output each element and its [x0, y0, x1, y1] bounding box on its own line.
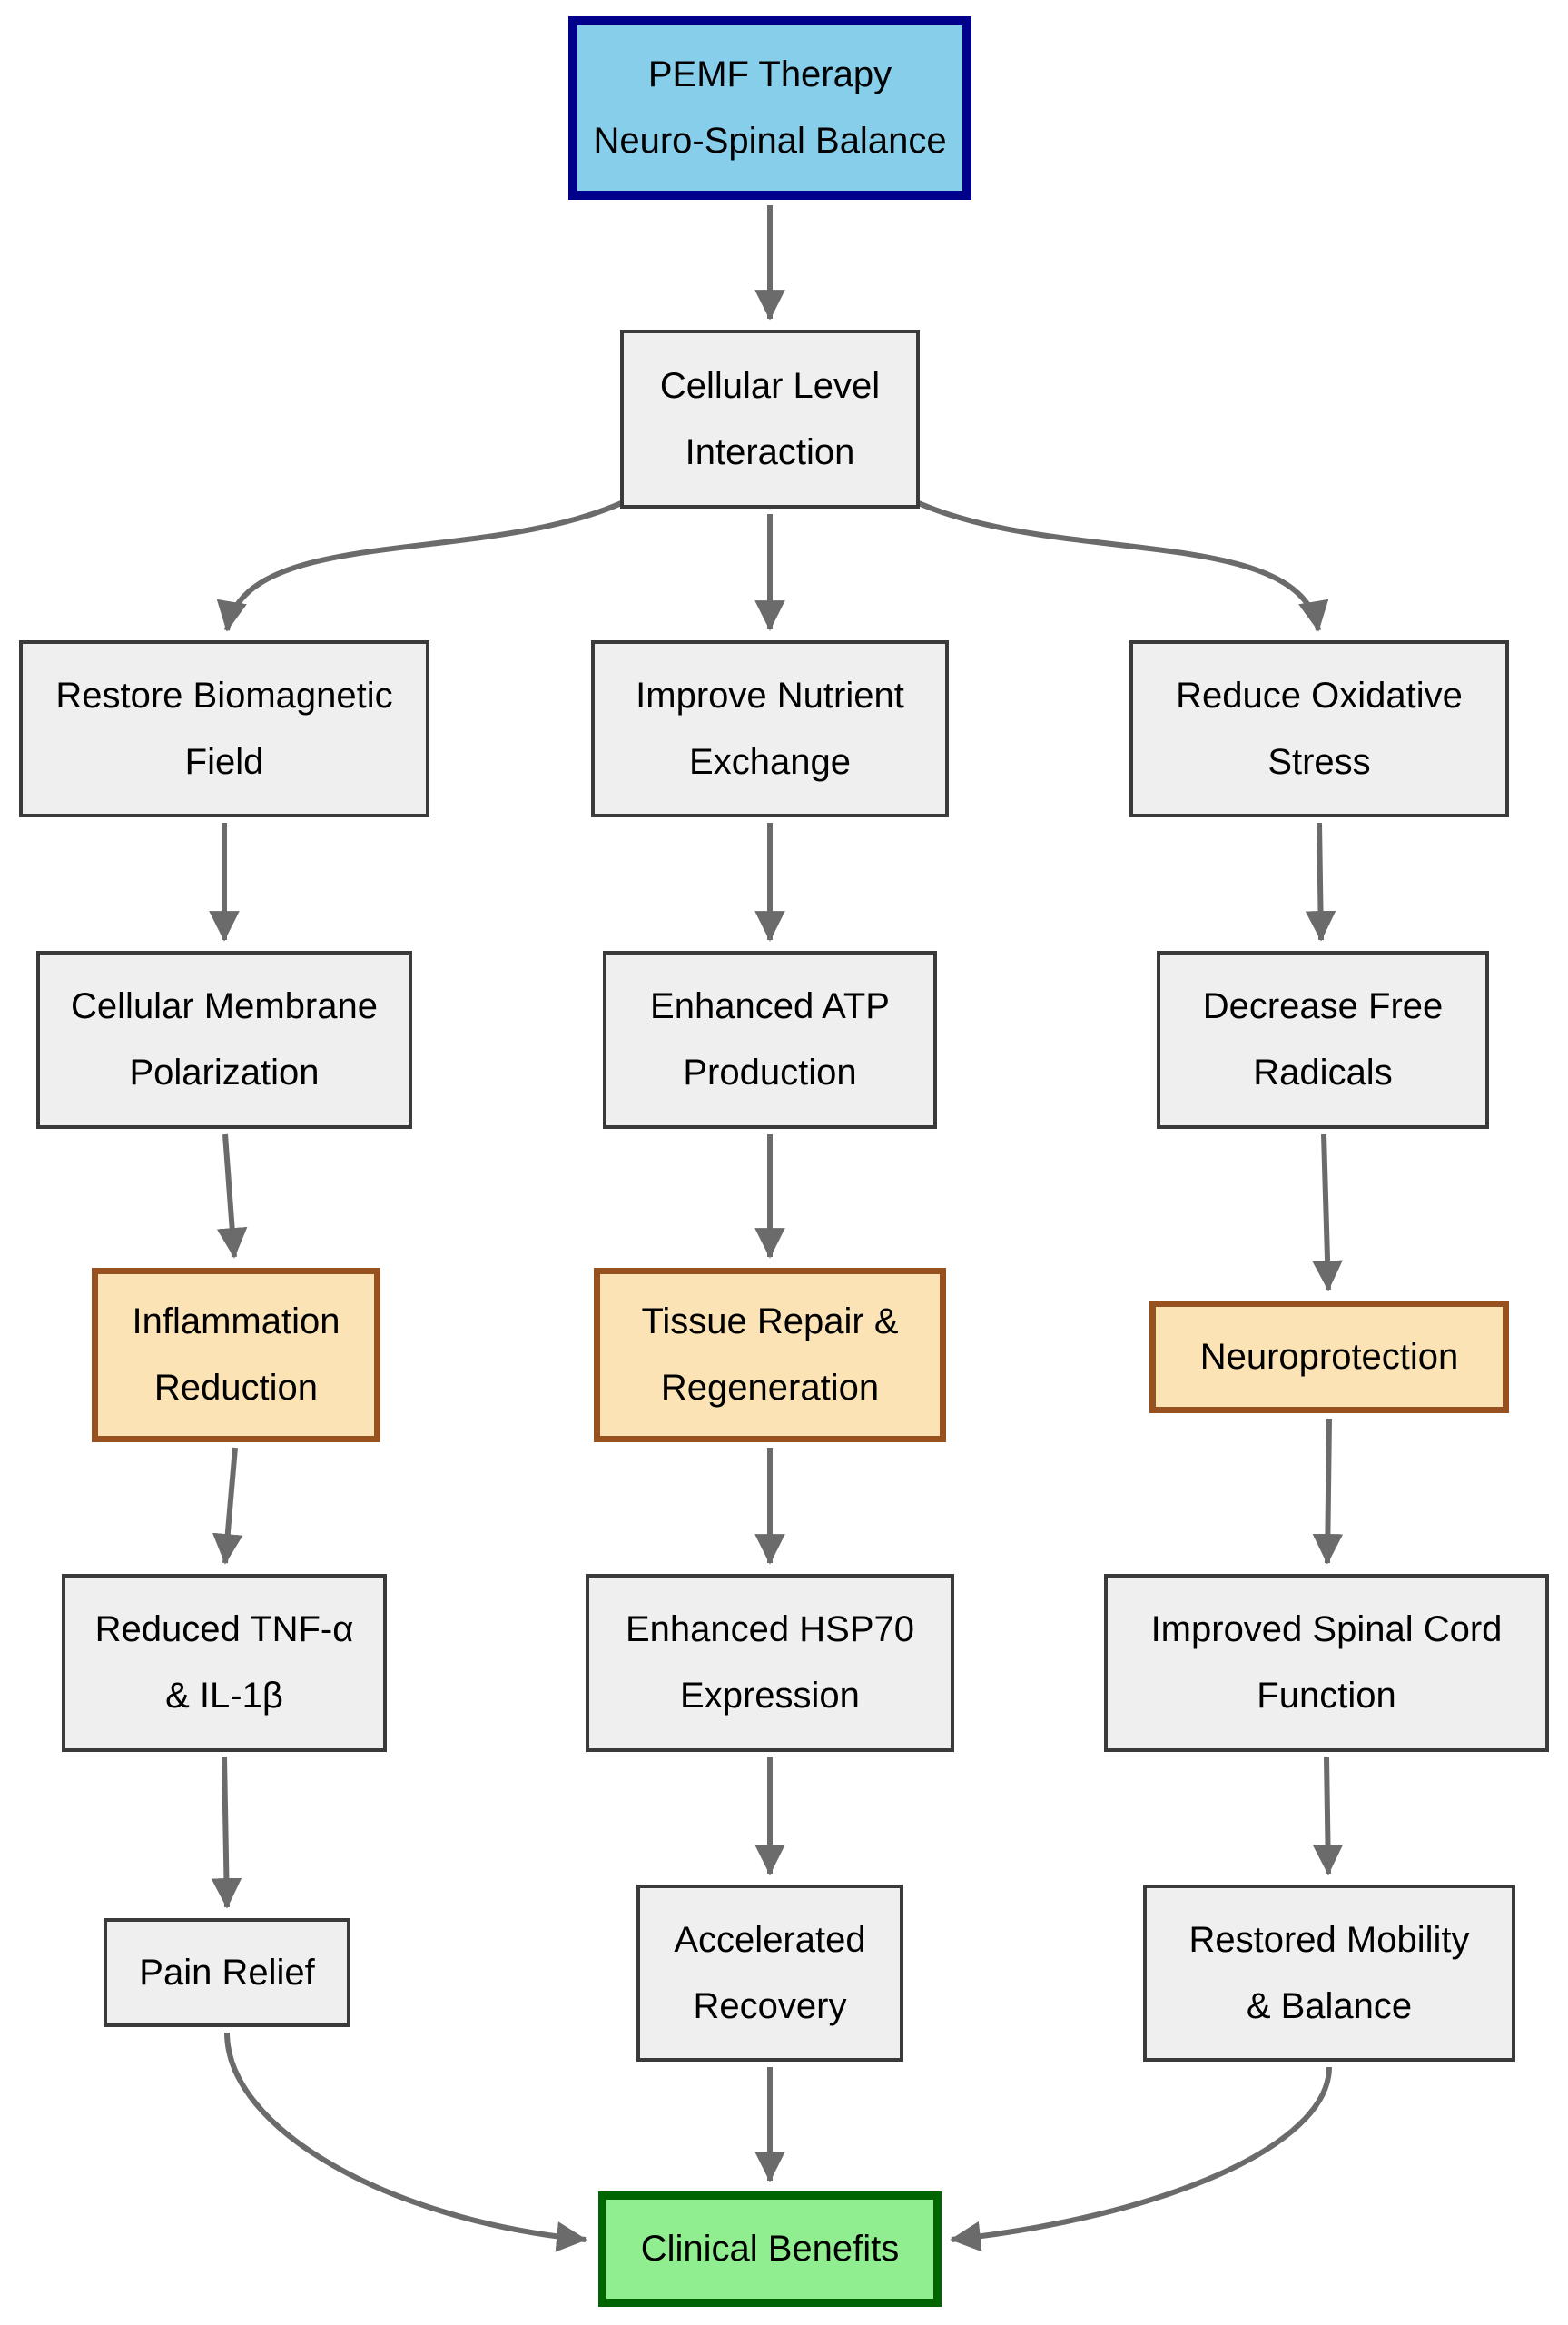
edge-pain-to-clinical — [224, 2032, 587, 2252]
node-tissue-repair-regeneration: Tissue Repair & Regeneration — [594, 1268, 946, 1442]
node-improve-nutrient-exchange: Improve Nutrient Exchange — [591, 640, 949, 817]
edge-tnf-to-pain — [211, 1756, 242, 1909]
node-reduced-tnf-il1b: Reduced TNF-α & IL-1β — [62, 1574, 387, 1752]
edge-membrane-to-inflammation — [216, 1133, 248, 1259]
edge-restored-to-clinical — [950, 2066, 1332, 2252]
node-improved-spinal-cord-function: Improved Spinal Cord Function — [1104, 1574, 1549, 1752]
node-enhanced-hsp70-expression: Enhanced HSP70 Expression — [586, 1574, 954, 1752]
edge-radicals-to-neuroprotection — [1312, 1133, 1343, 1291]
node-enhanced-atp-production: Enhanced ATP Production — [603, 951, 937, 1129]
node-cellular-level-interaction: Cellular Level Interaction — [620, 330, 920, 509]
edge-oxidative-to-radicals — [1305, 822, 1336, 942]
node-restore-biomagnetic-field: Restore Biomagnetic Field — [19, 640, 429, 817]
edge-inflammation-to-tnf — [212, 1447, 243, 1565]
node-pemf-therapy: PEMF Therapy Neuro-Spinal Balance — [568, 16, 971, 200]
node-clinical-benefits: Clinical Benefits — [598, 2191, 942, 2307]
node-accelerated-recovery: Accelerated Recovery — [636, 1885, 903, 2062]
node-decrease-free-radicals: Decrease Free Radicals — [1157, 951, 1489, 1129]
node-cellular-membrane-polarization: Cellular Membrane Polarization — [36, 951, 412, 1129]
edge-spinal-to-restored — [1312, 1756, 1344, 1875]
node-inflammation-reduction: Inflammation Reduction — [92, 1268, 380, 1442]
node-pain-relief: Pain Relief — [104, 1918, 350, 2027]
node-restored-mobility-balance: Restored Mobility & Balance — [1143, 1885, 1515, 2062]
edge-neuroprotection-to-spinal — [1312, 1418, 1344, 1565]
node-neuroprotection: Neuroprotection — [1149, 1301, 1509, 1413]
node-reduce-oxidative-stress: Reduce Oxidative Stress — [1129, 640, 1509, 817]
edge-cellular-to-oxidative — [907, 496, 1329, 632]
edge-cellular-to-restore — [216, 496, 633, 632]
